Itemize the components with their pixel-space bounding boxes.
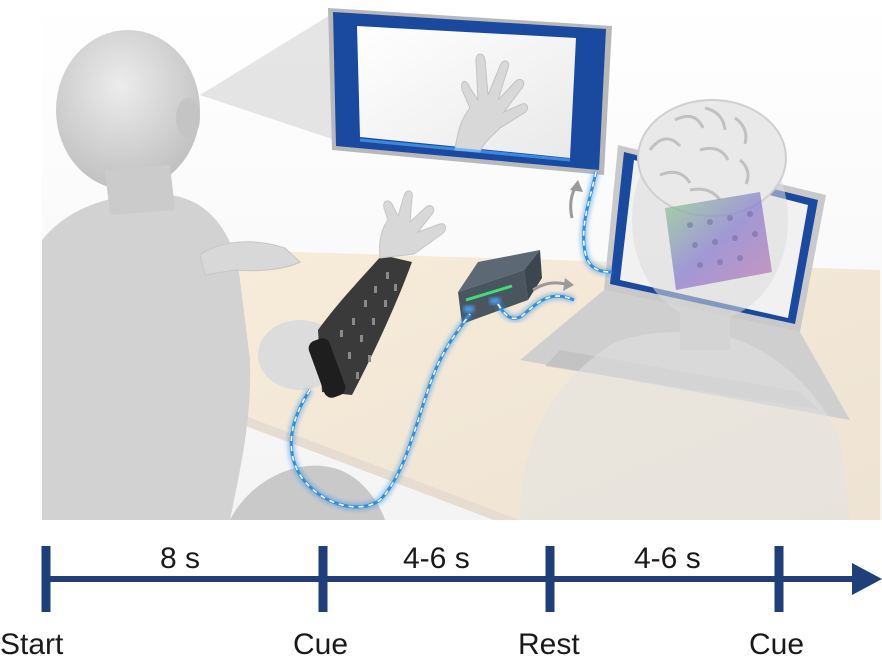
hand-image <box>454 53 529 153</box>
cables <box>287 171 613 511</box>
sleeve-electrodes <box>340 272 397 379</box>
data-arrow-to-laptop <box>532 281 566 292</box>
duration-label-2: 4-6 s <box>403 542 470 575</box>
electrode-heatmap <box>665 192 772 290</box>
head <box>56 30 200 190</box>
eeg-cap <box>637 99 787 290</box>
event-label-cue-2: Cue <box>749 628 805 661</box>
duration-label-1: 8 s <box>160 542 201 575</box>
ear <box>176 98 200 138</box>
monitor <box>328 8 612 175</box>
timeline-arrowhead <box>852 563 882 595</box>
desk-edge <box>230 410 520 520</box>
amplifier-device <box>458 250 542 324</box>
participant-figure <box>42 30 447 520</box>
experiment-scene <box>42 0 882 520</box>
timeline-axis-graphic <box>41 546 882 612</box>
resting-hand <box>199 241 301 276</box>
raised-hand <box>379 190 447 259</box>
duration-label-3: 4-6 s <box>634 542 701 575</box>
event-label-cue-1: Cue <box>293 628 349 661</box>
trial-timeline: 8 s 4-6 s 4-6 s Start Cue Rest Cue <box>0 520 882 662</box>
status-led <box>465 284 513 302</box>
event-label-start: Start <box>0 628 64 661</box>
emg-sleeve <box>318 255 412 395</box>
projection-cone <box>200 12 335 140</box>
event-label-rest: Rest <box>518 628 580 661</box>
